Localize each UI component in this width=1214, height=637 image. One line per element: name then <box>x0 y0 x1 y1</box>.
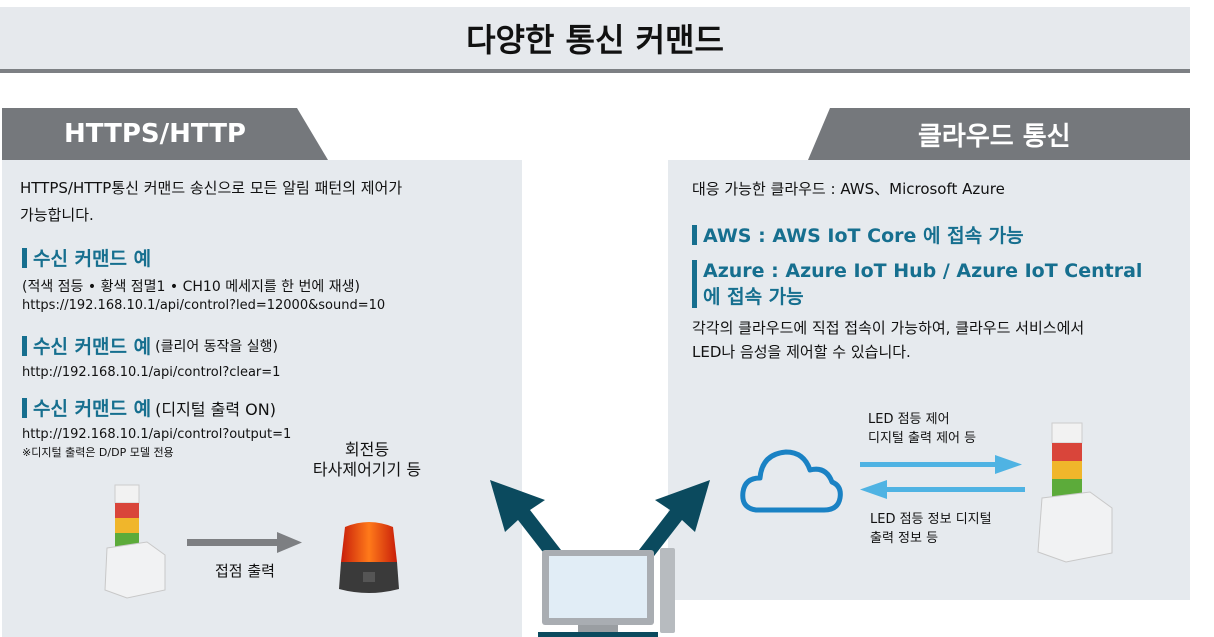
aws-heading: AWS : AWS IoT Core 에 접속 가능 <box>692 221 1024 248</box>
accent-bar <box>692 224 697 245</box>
page-title: 다양한 통신 커맨드 <box>466 21 724 59</box>
accent-bar <box>22 247 27 268</box>
example-1: 수신 커맨드 예 (적색 점등 • 황색 점멸1 • CH10 메세지를 한 번… <box>22 244 385 315</box>
desc-line: 각각의 클라우드에 직접 접속이 가능하여, 클라우드 서비스에서 <box>692 319 1085 337</box>
example-3: 수신 커맨드 예(디지털 출력 ON) http://192.168.10.1/… <box>22 394 291 460</box>
label-line: LED 점등 제어 <box>868 412 950 427</box>
example-heading: 수신 커맨드 예 <box>33 336 152 358</box>
device-label: 회전등 타사제어기기 등 <box>302 440 432 480</box>
example-heading: 수신 커맨드 예 <box>33 248 152 270</box>
azure-line: Azure : Azure IoT Hub / Azure IoT Centra… <box>703 260 1143 282</box>
rotating-beacon-icon <box>339 522 399 593</box>
tab-label: 클라우드 통신 <box>918 121 1071 152</box>
bidirectional-arrows <box>860 455 1025 499</box>
tab-https-http: HTTPS/HTTP <box>2 108 328 160</box>
example-note: (클리어 동작을 실행) <box>155 338 278 355</box>
example-note: (디지털 출력 ON) <box>155 399 276 419</box>
azure-line: 에 접속 가능 <box>703 286 804 308</box>
example-url: https://192.168.10.1/api/control?led=120… <box>22 298 386 313</box>
arrow-label: 접점 출력 <box>215 562 275 580</box>
intro-text: HTTPS/HTTP통신 커맨드 송신으로 모든 알림 패턴의 제어가 가능합니… <box>20 175 402 229</box>
arrow-to-device <box>860 462 1000 467</box>
label-line: LED 점등 정보 디지털 <box>870 512 992 527</box>
cloud-desc: 각각의 클라우드에 직접 접속이 가능하여, 클라우드 서비스에서 LED나 음… <box>692 316 1084 364</box>
contact-output-arrow <box>187 532 302 553</box>
azure-heading: Azure : Azure IoT Hub / Azure IoT Centra… <box>692 258 1142 310</box>
cloud-icon <box>740 449 843 513</box>
desc-line: LED나 음성을 제어할 수 있습니다. <box>692 343 911 361</box>
https-panel: HTTPS/HTTP통신 커맨드 송신으로 모든 알림 패턴의 제어가 가능합니… <box>2 160 522 637</box>
to-device-label: LED 점등 제어 디지털 출력 제어 등 <box>868 410 976 448</box>
accent-bar <box>22 397 27 418</box>
computer-icon <box>538 548 675 637</box>
title-bar: 다양한 통신 커맨드 <box>0 7 1190 73</box>
example-2: 수신 커맨드 예(클리어 동작을 실행) http://192.168.10.1… <box>22 332 280 382</box>
intro-line: HTTPS/HTTP통신 커맨드 송신으로 모든 알림 패턴의 제어가 <box>20 179 403 197</box>
aws-text: AWS : AWS IoT Core 에 접속 가능 <box>703 225 1024 247</box>
footnote: ※디지털 출력은 D/DP 모델 전용 <box>22 446 174 459</box>
accent-bar <box>692 260 697 308</box>
accent-bar <box>22 335 27 356</box>
cloud-panel: 대응 가능한 클라우드 : AWS、Microsoft Azure AWS : … <box>668 160 1190 600</box>
label-line: 출력 정보 등 <box>870 531 939 546</box>
intro-line: 가능합니다. <box>20 206 94 224</box>
label-line: 디지털 출력 제어 등 <box>868 431 977 446</box>
signal-tower-icon <box>104 484 166 599</box>
example-desc: (적색 점등 • 황색 점멸1 • CH10 메세지를 한 번에 재생) <box>22 279 360 295</box>
signal-tower-icon <box>1037 422 1113 563</box>
device-label-line: 타사제어기기 등 <box>312 460 422 479</box>
example-heading: 수신 커맨드 예 <box>33 398 152 420</box>
example-url: http://192.168.10.1/api/control?output=1 <box>22 427 292 442</box>
example-url: http://192.168.10.1/api/control?clear=1 <box>22 365 281 380</box>
device-label-line: 회전등 <box>344 440 390 459</box>
tab-cloud: 클라우드 통신 <box>808 108 1190 160</box>
from-device-label: LED 점등 정보 디지털 출력 정보 등 <box>870 510 992 548</box>
tab-label: HTTPS/HTTP <box>64 119 246 149</box>
supported-clouds: 대응 가능한 클라우드 : AWS、Microsoft Azure <box>692 180 1005 198</box>
arrow-from-device <box>882 487 1025 492</box>
